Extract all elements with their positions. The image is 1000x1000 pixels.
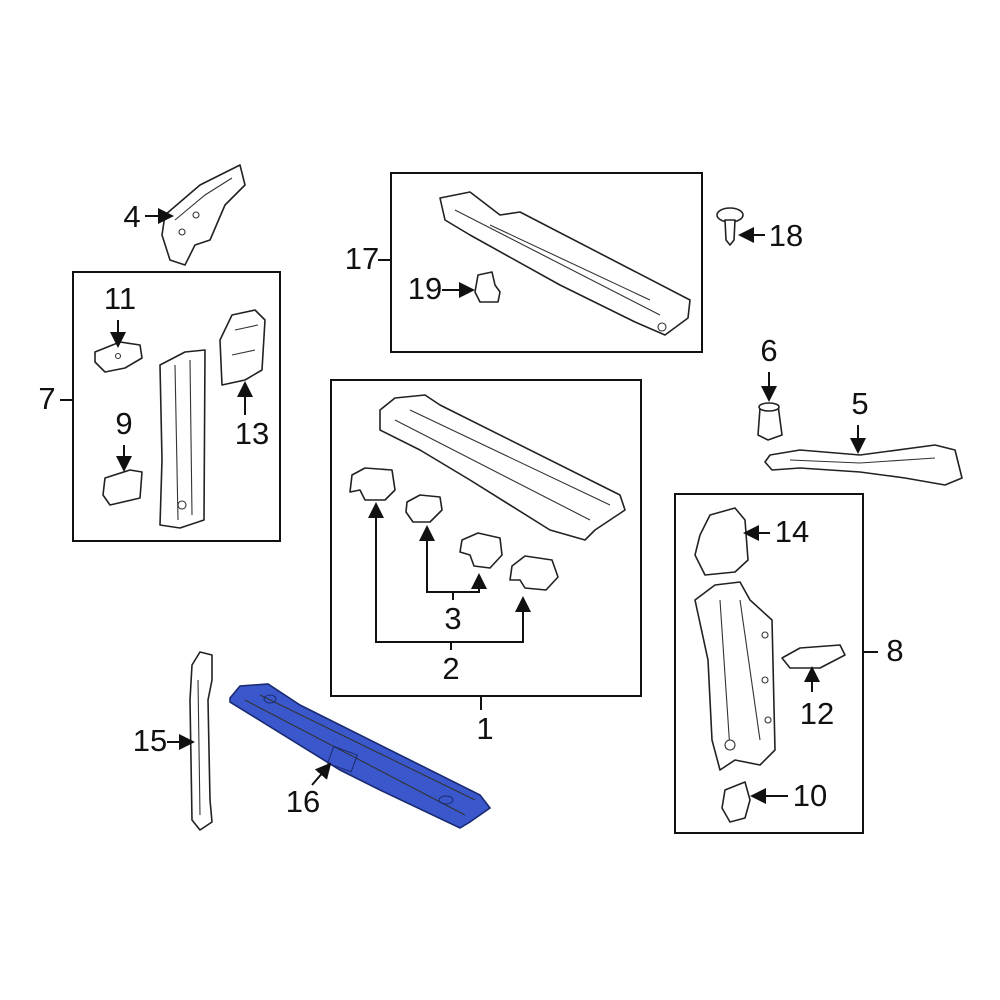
callout-10: 10 — [793, 778, 827, 813]
part-10-bracket[interactable] — [721, 781, 751, 823]
callout-5: 5 — [851, 386, 868, 421]
part-17-air-deflector[interactable] — [439, 191, 691, 336]
part-15-vertical-brace[interactable] — [189, 651, 213, 831]
callout-12: 12 — [800, 696, 834, 731]
part-16-lower-tie-bar[interactable] — [229, 683, 492, 829]
part-7-side-member[interactable] — [159, 349, 206, 529]
callout-18: 18 — [769, 218, 803, 253]
part-11-bracket[interactable] — [94, 341, 143, 373]
part-13-bracket[interactable] — [219, 309, 266, 386]
part-2-bracket-left[interactable] — [349, 467, 396, 501]
part-18-bolt[interactable] — [716, 207, 744, 246]
callout-7: 7 — [38, 381, 55, 416]
part-14-bracket[interactable] — [694, 507, 749, 576]
leader-lines — [60, 208, 878, 804]
part-1-upper-support[interactable] — [379, 394, 626, 541]
group-box-7 — [72, 271, 281, 542]
part-2-bracket-right[interactable] — [509, 555, 559, 591]
group-box-8 — [674, 493, 864, 834]
callout-15: 15 — [133, 723, 167, 758]
part-6-bumper[interactable] — [757, 402, 783, 441]
part-4-bracket[interactable] — [161, 164, 246, 266]
callout-14: 14 — [775, 514, 809, 549]
callout-11: 11 — [104, 281, 136, 316]
group-box-17 — [390, 172, 703, 353]
callout-9: 9 — [115, 406, 132, 441]
callout-2: 2 — [442, 651, 459, 686]
part-8-side-member[interactable] — [694, 581, 776, 771]
part-12-bracket[interactable] — [781, 644, 846, 669]
callout-3: 3 — [444, 601, 461, 636]
part-3-bracket-right[interactable] — [459, 532, 503, 569]
part-3-bracket-left[interactable] — [405, 494, 443, 523]
callout-17: 17 — [345, 241, 379, 276]
callout-19: 19 — [408, 271, 442, 306]
part-9-bracket[interactable] — [102, 469, 143, 506]
callout-4: 4 — [123, 199, 140, 234]
group-box-1 — [330, 379, 642, 697]
part-19-clip[interactable] — [474, 271, 501, 303]
callout-6: 6 — [760, 333, 777, 368]
callout-1: 1 — [476, 711, 493, 746]
callout-16: 16 — [286, 784, 320, 819]
part-5-support[interactable] — [764, 444, 963, 486]
callout-13: 13 — [235, 416, 269, 451]
callout-8: 8 — [886, 633, 903, 668]
